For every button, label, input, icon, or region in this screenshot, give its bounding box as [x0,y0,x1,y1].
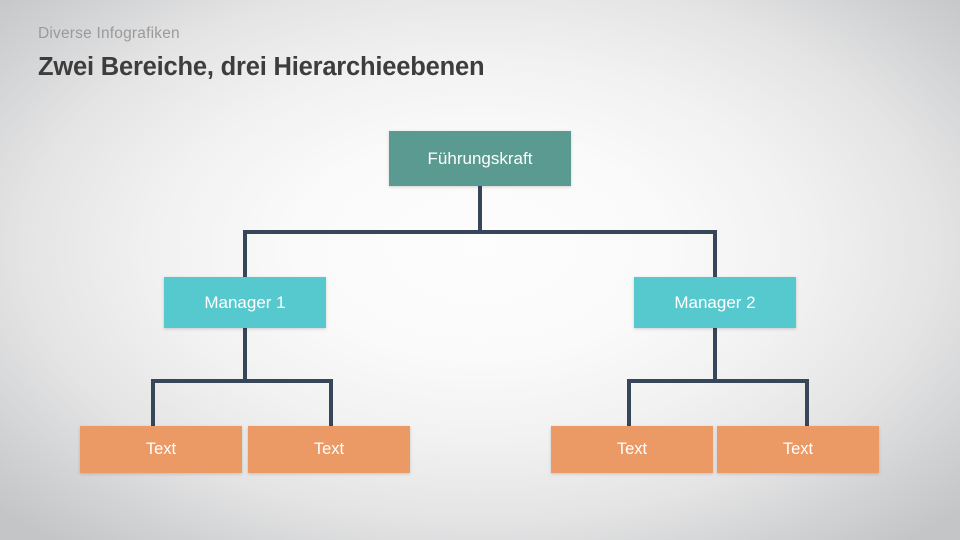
connector-to-leaf3 [627,379,631,428]
node-leaf-4[interactable]: Text [717,426,879,473]
connector-to-leaf4 [805,379,809,428]
page-title: Zwei Bereiche, drei Hierarchieebenen [38,53,485,81]
connector-manager1-spine [151,379,333,383]
connector-manager1-trunk [243,328,247,381]
node-leaf-3-label: Text [616,440,648,458]
connector-to-leaf1 [151,379,155,428]
node-manager-2[interactable]: Manager 2 [634,277,796,328]
node-leaf-4-label: Text [782,440,814,458]
slide-eyebrow: Diverse Infografiken [38,25,180,42]
node-leaf-3[interactable]: Text [551,426,713,473]
node-leaf-2[interactable]: Text [248,426,410,473]
node-leaf-1-label: Text [145,440,177,458]
node-leader[interactable]: Führungskraft [389,131,571,186]
node-leader-label: Führungskraft [427,148,533,168]
connector-manager2-trunk [713,328,717,381]
connector-to-leaf2 [329,379,333,428]
node-manager-1-label: Manager 1 [204,292,286,312]
connector-manager2-spine [627,379,809,383]
connector-leader-trunk [478,186,482,234]
node-leaf-2-label: Text [313,440,345,458]
node-leaf-1[interactable]: Text [80,426,242,473]
connector-to-manager1 [243,230,247,279]
node-manager-2-label: Manager 2 [674,292,756,312]
connector-level2-spine [245,230,717,234]
node-manager-1[interactable]: Manager 1 [164,277,326,328]
connector-to-manager2 [713,230,717,279]
